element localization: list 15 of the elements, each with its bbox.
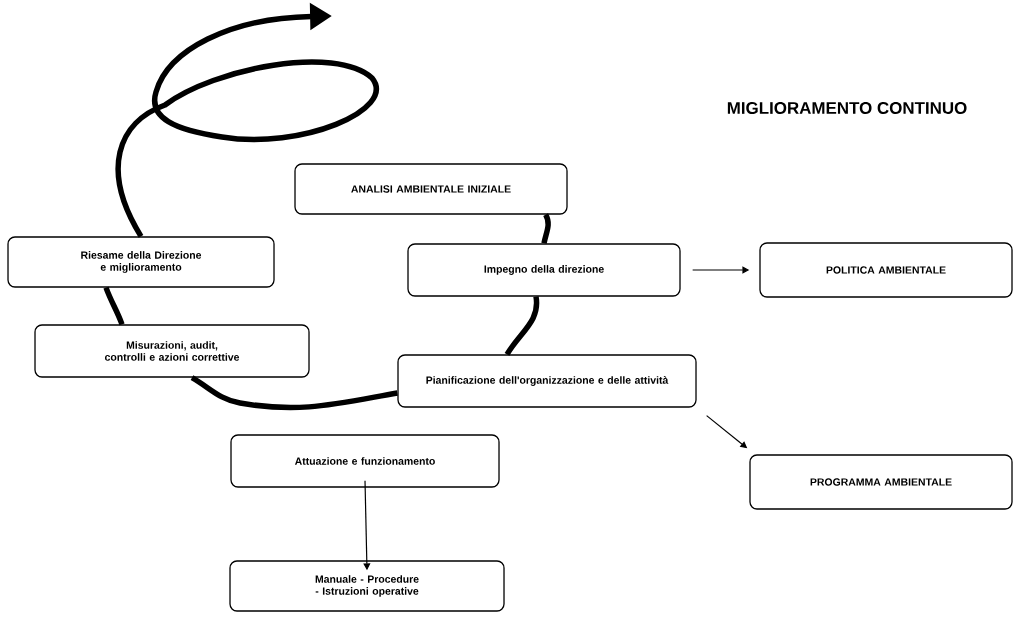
process-box: PROGRAMMA AMBIENTALE [749,454,1013,510]
process-box: Impegno della direzione [407,243,681,297]
process-box: Riesame della Direzione e miglioramento [7,236,275,288]
process-box: Pianificazione dell'organizzazione e delle attività [397,354,697,408]
title: MIGLIORAMENTO CONTINUO [727,102,967,114]
spiral-arrow [115,2,379,238]
spiral-line [103,286,125,326]
process-box: POLITICA AMBIENTALE [759,242,1013,298]
spiral-line [190,375,398,411]
process-box: ANALISI AMBIENTALE INIZIALE [294,163,568,215]
process-box: Misurazioni, audit, controlli e azioni correttive [34,324,310,378]
process-box: Attuazione e funzionamento [230,434,500,488]
process-box: Manuale - Procedure - Istruzioni operative [229,560,505,612]
spiral-line [541,213,551,244]
spiral-line [504,296,540,356]
